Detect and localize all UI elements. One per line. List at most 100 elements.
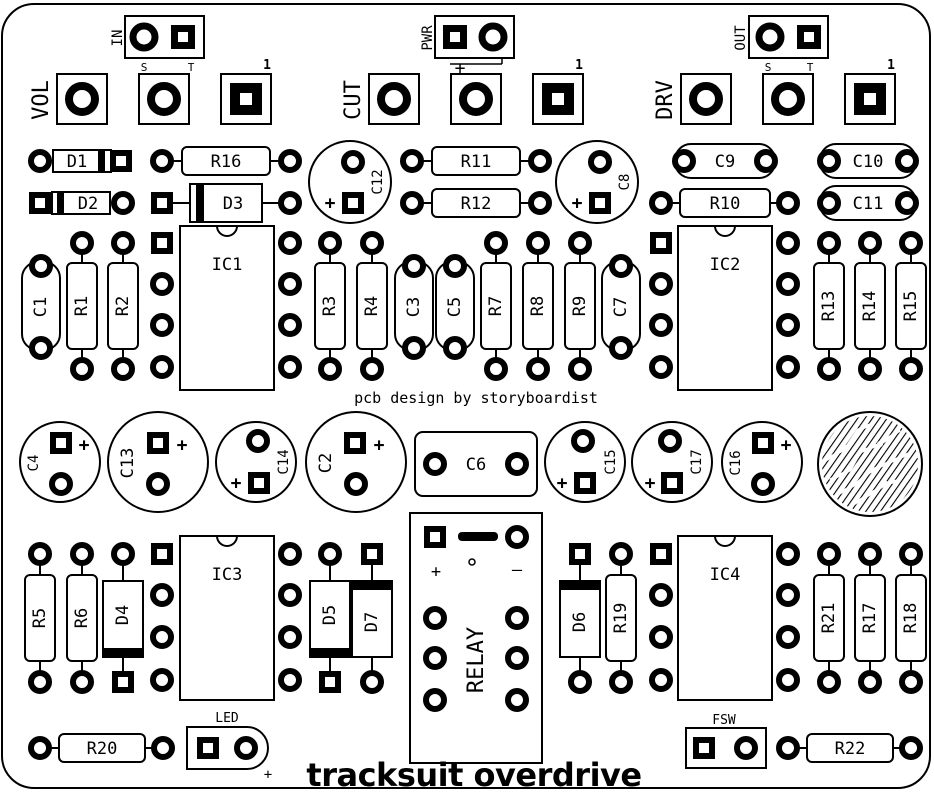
out-jack-header[interactable]: OUT S T [733,15,829,74]
ic4[interactable]: IC4 [677,535,773,701]
diode-d1[interactable]: D1 [28,149,132,173]
out-jack-t-label: T [807,61,814,74]
vol-pot[interactable]: VOL 1 [29,58,272,125]
d7-label: D7 [362,612,382,632]
resistor-r12[interactable]: R12 [400,188,552,218]
led-plus-label: + [264,767,272,783]
c4-label: C4 [26,455,42,472]
capacitor-c16[interactable]: + C16 [721,421,803,503]
pwr-plus-label: + [455,58,466,79]
r12-label: R12 [461,194,492,214]
diode-d3[interactable]: D3 [151,183,302,223]
resistor-r20[interactable]: R20 [28,733,175,763]
diode-d5[interactable]: D5 [309,542,351,693]
ic3-label: IC3 [212,565,243,585]
pwr-jack-header[interactable]: PWR + [420,15,515,79]
resistor-r17[interactable]: R17 [854,542,886,694]
capacitor-c9[interactable]: C9 [672,143,778,179]
resistor-r3[interactable]: R3 [314,231,346,381]
ic4-label: IC4 [710,565,741,585]
c15-plus: + [557,473,568,494]
resistor-r5[interactable]: R5 [24,542,56,694]
r6-label: R6 [72,608,92,628]
r15-label: R15 [901,291,921,322]
drv-pot[interactable]: DRV 1 [653,58,896,125]
resistor-r4[interactable]: R4 [356,231,388,381]
r11-label: R11 [461,152,492,172]
capacitor-c8[interactable]: + C8 [555,140,639,224]
ic3[interactable]: IC3 [179,535,275,701]
out-jack-label: OUT [733,25,749,51]
cut-pot[interactable]: CUT 1 [341,58,584,125]
in-jack-t-label: T [188,61,195,74]
capacitor-c14[interactable]: + C14 [215,421,297,503]
r1-label: R1 [72,296,92,316]
capacitor-c3[interactable]: C3 [394,254,434,360]
c7-label: C7 [611,297,631,317]
capacitor-c5[interactable]: C5 [435,254,475,360]
r13-label: R13 [819,291,839,322]
resistor-r6[interactable]: R6 [66,542,98,694]
capacitor-c10[interactable]: C10 [817,143,919,179]
resistor-r1[interactable]: R1 [66,231,98,381]
diode-d2[interactable]: D2 [29,191,135,215]
resistor-r9[interactable]: R9 [564,231,596,381]
capacitor-c13[interactable]: + C13 [107,411,209,513]
d5-label: D5 [320,605,340,625]
resistor-r19[interactable]: R19 [605,542,637,694]
resistor-r21[interactable]: R21 [813,542,845,694]
c3-label: C3 [404,297,424,317]
ic2[interactable]: IC2 [677,225,773,391]
r19-label: R19 [611,603,631,634]
c4-plus: + [79,435,90,456]
resistor-r15[interactable]: R15 [895,231,927,381]
capacitor-c2[interactable]: + C2 [305,411,407,513]
resistor-r13[interactable]: R13 [813,231,845,381]
resistor-r2[interactable]: R2 [107,231,139,381]
resistor-r7[interactable]: R7 [480,231,512,381]
r14-label: R14 [860,291,880,322]
capacitor-c4[interactable]: + C4 [19,421,101,503]
vol-pot-pin1: 1 [263,58,271,73]
in-jack-header[interactable]: IN S T [110,15,205,74]
led-label: LED [215,711,239,726]
c17-label: C17 [689,449,705,474]
credit-text: pcb design by storyboardist [354,389,598,407]
led-connector[interactable]: LED + [186,711,272,783]
resistor-r10[interactable]: R10 [649,188,800,218]
r10-label: R10 [710,194,741,214]
board-title: tracksuit overdrive [306,756,641,792]
diode-d4[interactable]: D4 [102,542,144,693]
capacitor-c1[interactable]: C1 [21,254,61,360]
resistor-r14[interactable]: R14 [854,231,886,381]
resistor-r16[interactable]: R16 [150,146,302,176]
capacitor-c17[interactable]: + C17 [631,421,713,503]
resistor-r22[interactable]: R22 [776,733,923,763]
c15-label: C15 [603,449,619,474]
resistor-r11[interactable]: R11 [400,146,552,176]
capacitor-c12[interactable]: + C12 [308,140,392,224]
relay[interactable]: + — RELAY [409,512,543,764]
relay-minus-label: — [512,560,523,580]
resistor-r8[interactable]: R8 [522,231,554,381]
drv-pot-pin1: 1 [887,58,895,73]
diode-d6[interactable]: D6 [559,543,601,694]
c14-label: C14 [276,449,292,474]
resistor-r18[interactable]: R18 [895,542,927,694]
capacitor-c15[interactable]: + C15 [544,421,626,503]
cut-pot-pin1: 1 [575,58,583,73]
capacitor-c11[interactable]: C11 [817,185,919,221]
c13-label: C13 [118,448,138,479]
capacitor-c7[interactable]: C7 [601,254,641,360]
ic1[interactable]: IC1 [179,225,275,391]
capacitor-c6[interactable]: C6 [414,431,538,497]
c6-label: C6 [466,455,486,475]
circuit-logo [817,411,923,517]
diode-d7[interactable]: D7 [351,543,393,694]
d3-label: D3 [223,194,243,214]
c12-label: C12 [370,169,386,194]
fsw-connector[interactable]: FSW [685,713,767,769]
c2-plus: + [374,435,385,456]
c2-label: C2 [316,453,336,473]
